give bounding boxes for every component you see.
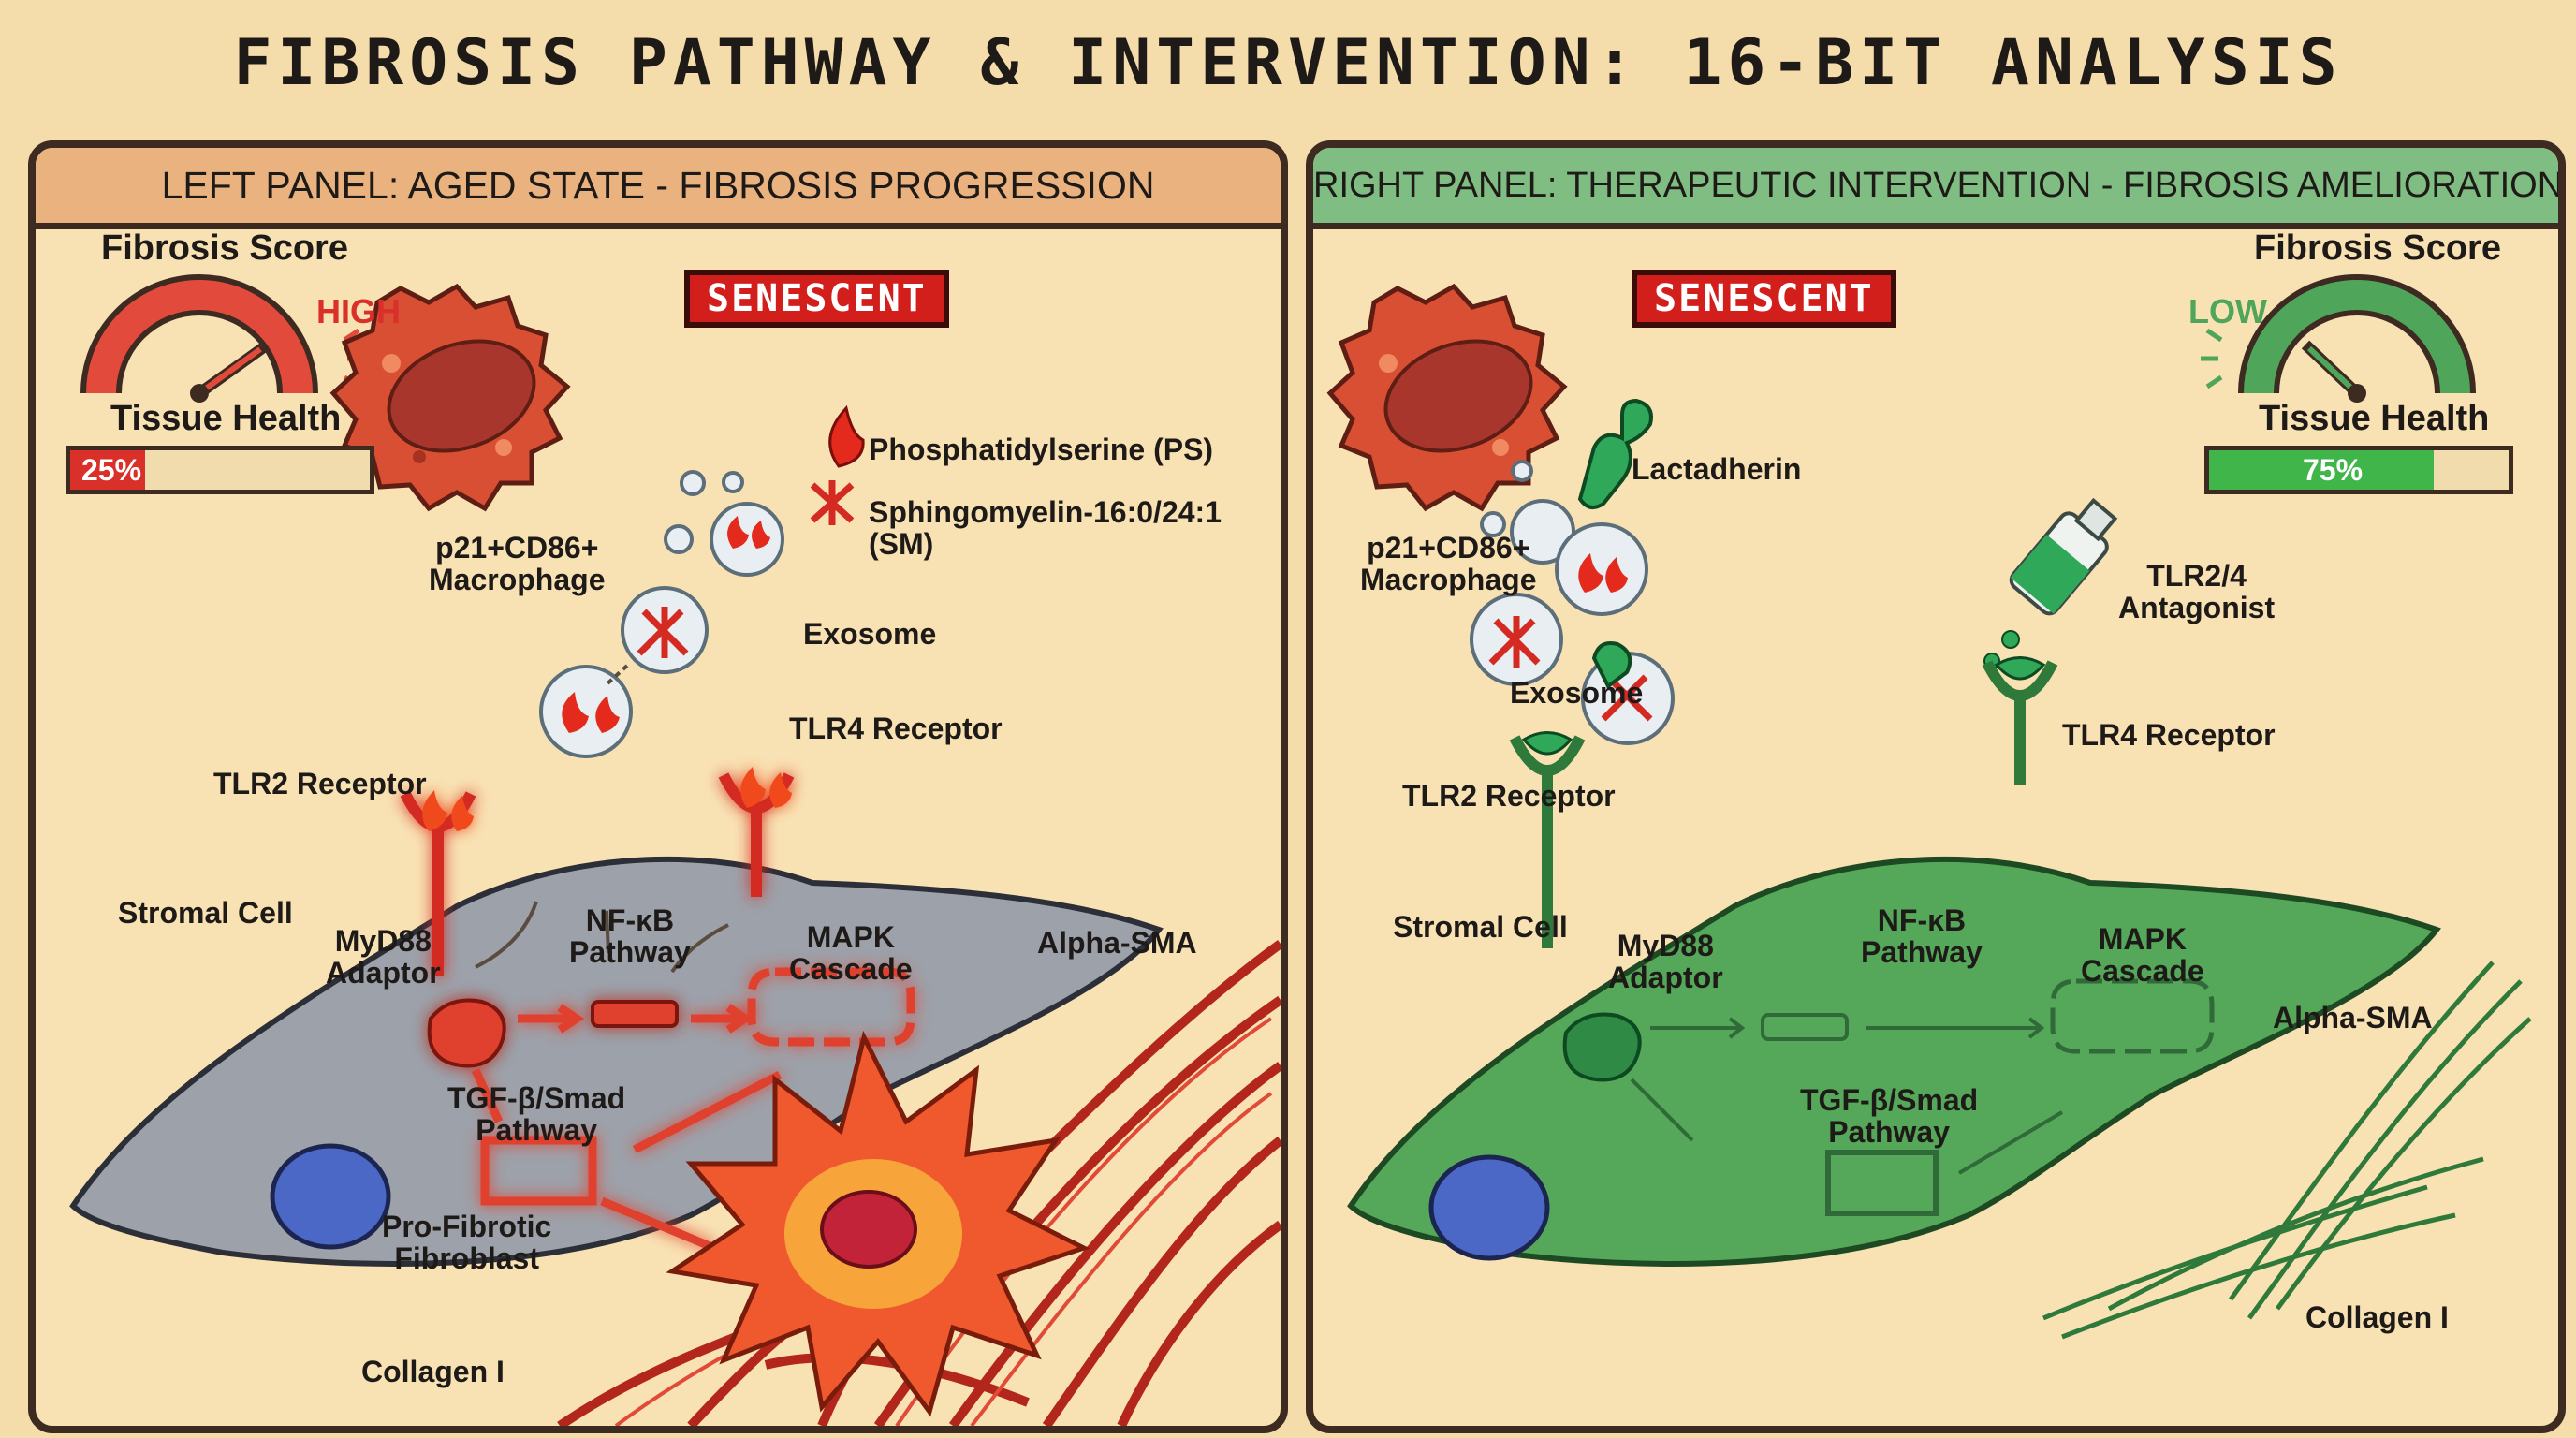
left-fibroblast-label: Pro-Fibrotic Fibroblast	[382, 1210, 552, 1275]
nucleus-icon	[1428, 1154, 1550, 1261]
tlr4-receptor-icon	[1982, 656, 2058, 785]
tlr2-4-antagonist-icon	[2009, 497, 2118, 616]
right-myd88-label: MyD88 Adaptor	[1608, 929, 1723, 994]
left-tissue-health-value: 25%	[81, 453, 142, 487]
exosome-cargo-icon	[562, 516, 770, 733]
mapk-cascade-icon	[747, 967, 915, 1047]
tgfb-smad-icon	[1825, 1150, 1939, 1216]
right-tissue-health-value: 75%	[2303, 453, 2364, 487]
right-macrophage-label: p21+CD86+ Macrophage	[1360, 531, 1537, 596]
left-collagen-label: Collagen I	[361, 1355, 505, 1388]
left-tlr2-label: TLR2 Receptor	[213, 767, 427, 800]
left-macrophage-label: p21+CD86+ Macrophage	[429, 531, 606, 596]
left-alpha-sma-label: Alpha-SMA	[1037, 926, 1197, 960]
right-senescent-tag: SENESCENT	[1632, 270, 1896, 328]
right-panel: RIGHT PANEL: THERAPEUTIC INTERVENTION - …	[1306, 140, 2566, 1433]
nfkb-pathway-icon	[591, 1000, 679, 1028]
left-panel: LEFT PANEL: AGED STATE - FIBROSIS PROGRE…	[28, 140, 1288, 1433]
left-tissue-health-bar: 25%	[66, 446, 374, 494]
right-fibrosis-score-label: Fibrosis Score	[2254, 228, 2501, 268]
left-nfkb-label: NF-κB Pathway	[569, 903, 691, 969]
left-tissue-health-fill	[70, 450, 145, 490]
lactadherin-icon	[1577, 398, 1653, 509]
left-legend-ps: Phosphatidylserine (PS)	[869, 433, 1214, 466]
tlr2-receptor-icon	[1509, 731, 1586, 948]
left-myd88-label: MyD88 Adaptor	[326, 924, 441, 990]
right-alpha-sma-label: Alpha-SMA	[2273, 1001, 2433, 1034]
collagen-fibers-icon	[2042, 961, 2532, 1340]
myd88-adaptor-icon	[427, 998, 506, 1068]
left-mapk-label: MAPK Cascade	[789, 920, 913, 986]
senescent-macrophage-icon	[329, 283, 571, 512]
left-tissue-health-label: Tissue Health	[110, 399, 342, 438]
right-antagonist-label: TLR2/4 Antagonist	[2118, 559, 2276, 624]
nucleus-icon	[270, 1143, 391, 1250]
right-tissue-health-fill	[2209, 450, 2434, 490]
right-nfkb-label: NF-κB Pathway	[1861, 903, 1983, 969]
right-panel-header: RIGHT PANEL: THERAPEUTIC INTERVENTION - …	[1313, 148, 2558, 229]
left-fibrosis-level: HIGH	[316, 292, 401, 330]
right-exosome-label: Exosome	[1510, 676, 1644, 710]
right-stromal-cell-label: Stromal Cell	[1393, 910, 1568, 944]
left-tgfb-label: TGF-β/Smad Pathway	[447, 1081, 626, 1147]
left-senescent-tag: SENESCENT	[684, 270, 949, 328]
right-tlr2-label: TLR2 Receptor	[1402, 779, 1616, 813]
nfkb-pathway-icon	[1761, 1013, 1849, 1041]
right-collagen-label: Collagen I	[2305, 1300, 2449, 1334]
exosome-cargo-icon	[1488, 553, 1653, 722]
left-panel-header: LEFT PANEL: AGED STATE - FIBROSIS PROGRE…	[36, 148, 1281, 229]
left-legend-sm: Sphingomyelin-16:0/24:1 (SM)	[869, 495, 1222, 561]
left-exosome-label: Exosome	[803, 617, 937, 651]
right-tissue-health-label: Tissue Health	[2259, 399, 2490, 438]
stromal-cell-icon	[1347, 856, 2441, 1267]
phosphatidylserine-icon	[828, 404, 865, 468]
right-lactadherin-label: Lactadherin	[1632, 452, 1802, 486]
right-panel-illustration	[1326, 274, 2532, 1340]
left-tlr4-label: TLR4 Receptor	[789, 712, 1003, 745]
sphingomyelin-icon	[810, 480, 855, 525]
left-fibrosis-score-label: Fibrosis Score	[101, 228, 348, 268]
mapk-cascade-icon	[2050, 978, 2215, 1054]
tlr2-receptor-icon	[400, 790, 476, 976]
left-panel-illustration	[69, 274, 1281, 1426]
right-tgfb-label: TGF-β/Smad Pathway	[1800, 1083, 1979, 1149]
right-tlr4-label: TLR4 Receptor	[2062, 718, 2276, 752]
senescent-macrophage-icon	[1326, 283, 1568, 512]
right-tissue-health-bar: 75%	[2204, 446, 2513, 494]
tlr4-receptor-icon	[718, 767, 795, 897]
right-fibrosis-level: LOW	[2188, 292, 2267, 330]
myd88-adaptor-icon	[1562, 1012, 1642, 1082]
left-stromal-cell-label: Stromal Cell	[118, 896, 293, 930]
tgfb-smad-icon	[480, 1136, 597, 1206]
right-mapk-label: MAPK Cascade	[2081, 922, 2204, 988]
main-title: FIBROSIS PATHWAY & INTERVENTION: 16-BIT …	[233, 26, 2343, 100]
fibrosis-gauge-icon	[2201, 274, 2476, 403]
